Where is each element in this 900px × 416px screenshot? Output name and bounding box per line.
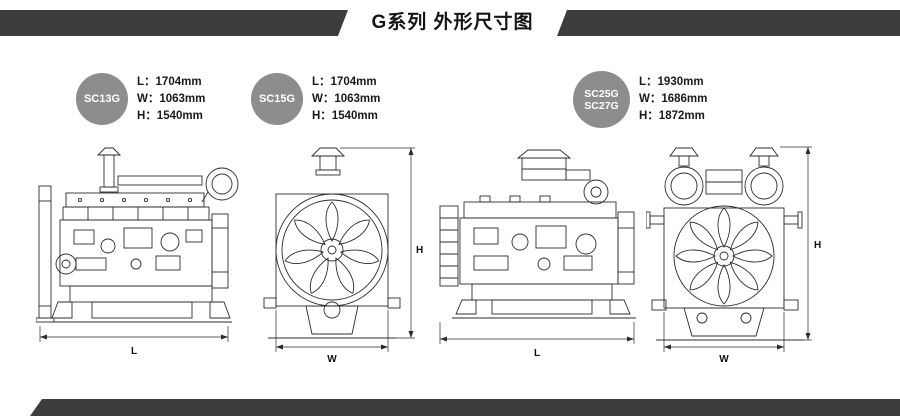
- dimension-arrows: [40, 334, 228, 340]
- page-title: G系列 外形尺寸图: [371, 12, 534, 33]
- header-bar-right: [557, 10, 900, 36]
- dimension-arrows: [664, 147, 811, 350]
- spec-group-sc15g: SC15G L：1704mm W：1063mm H：1540mm: [251, 73, 380, 125]
- spec-group-sc25g-sc27g: SC25G SC27G L：1930mm W：1686mm H：1872mm: [573, 71, 707, 128]
- engine-drawing-inline-front: W H: [263, 147, 423, 364]
- dim-length: L：1930mm: [639, 76, 704, 88]
- dim-label-width: W: [719, 354, 729, 365]
- dim-width: W：1063mm: [137, 92, 206, 105]
- engine-outline: [36, 147, 239, 323]
- footer-bar: [30, 399, 900, 416]
- dimension-lines-length: [39, 326, 229, 342]
- model-label: SC15G: [258, 92, 296, 105]
- dim-height: H：1872mm: [639, 110, 705, 122]
- engine-drawing-v-front: W H: [646, 146, 821, 365]
- dim-length: L：1704mm: [137, 75, 202, 88]
- dim-width: W：1063mm: [312, 92, 381, 105]
- dim-label-height: H: [416, 245, 423, 256]
- engine-outline: [439, 149, 636, 319]
- engine-outline: [646, 147, 804, 341]
- engine-drawing-v-side: L: [439, 149, 636, 359]
- spec-group-sc13g: SC13G L：1704mm W：1063mm H：1540mm: [76, 73, 205, 125]
- dimension-lines-width-height: [275, 147, 415, 352]
- dimension-lines-width-height: [663, 146, 812, 352]
- dim-label-width: W: [327, 354, 337, 364]
- dimension-lines-length: [439, 322, 635, 344]
- model-badge-sc15g: SC15G: [251, 73, 303, 125]
- model-label: SC25G: [584, 87, 619, 100]
- engine-drawing-inline-side: L: [36, 147, 239, 357]
- header-bar-left: [0, 10, 348, 36]
- dim-width: W：1686mm: [639, 93, 708, 105]
- engine-outline: [263, 147, 401, 339]
- dimension-arrows: [440, 336, 634, 342]
- model-label-2: SC27G: [584, 99, 619, 112]
- model-badge-sc25g-sc27g: SC25G SC27G: [573, 71, 630, 128]
- dimension-list: L：1704mm W：1063mm H：1540mm: [137, 74, 205, 125]
- dim-length: L：1704mm: [312, 75, 377, 88]
- dim-label-height: H: [814, 240, 821, 251]
- dim-height: H：1540mm: [137, 109, 203, 122]
- dim-label-length: L: [534, 348, 540, 359]
- dimension-list: L：1704mm W：1063mm H：1540mm: [312, 74, 380, 125]
- dimension-arrows: [276, 148, 414, 350]
- dim-height: H：1540mm: [312, 109, 378, 122]
- dimension-list: L：1930mm W：1686mm H：1872mm: [639, 74, 707, 125]
- model-label: SC13G: [83, 92, 121, 105]
- model-badge-sc13g: SC13G: [76, 73, 128, 125]
- dim-label-length: L: [131, 346, 137, 357]
